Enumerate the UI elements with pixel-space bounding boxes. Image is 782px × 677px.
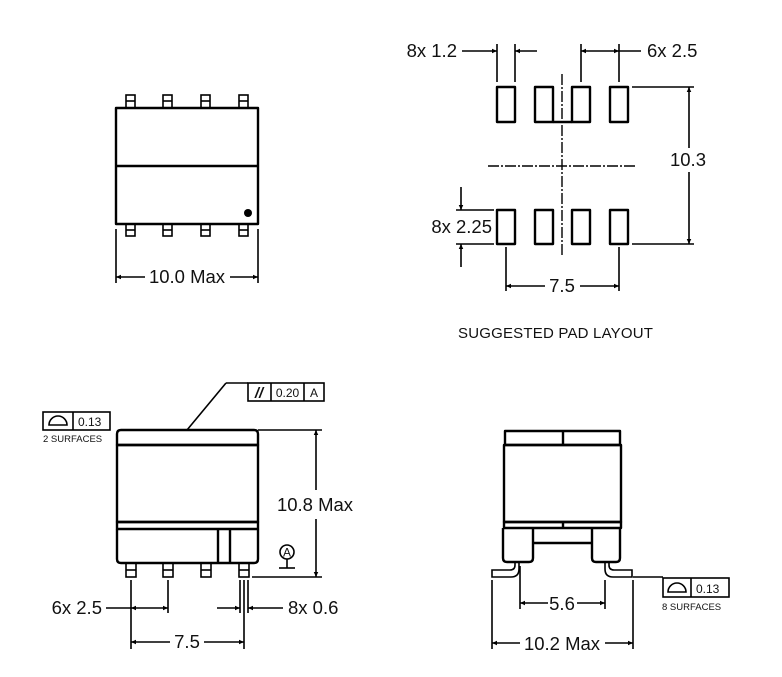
pad-width-dimension: 8x 1.2 bbox=[407, 40, 537, 82]
pin bbox=[238, 94, 249, 109]
pad bbox=[533, 85, 555, 124]
pad bbox=[608, 85, 630, 124]
pad-length-label: 8x 2.25 bbox=[431, 216, 492, 237]
parallelism-icon: // bbox=[254, 385, 265, 402]
pad-layout: 8x 1.2 6x 2.5 8x 2.25 10.3 bbox=[407, 40, 706, 342]
width-dim-label: 10.0 Max bbox=[149, 266, 226, 287]
pin bbox=[200, 94, 211, 109]
right-lead bbox=[604, 562, 633, 578]
pin bbox=[125, 94, 136, 109]
pad bbox=[495, 85, 517, 124]
pin-pitch-label: 6x 2.5 bbox=[52, 597, 102, 618]
pin1-dot-icon bbox=[244, 209, 252, 217]
pin-width-label: 8x 0.6 bbox=[288, 597, 338, 618]
bottom-pins bbox=[125, 223, 249, 237]
pad-width-label: 8x 1.2 bbox=[407, 40, 457, 61]
top-pins bbox=[125, 94, 249, 109]
pad-length-dimension: 8x 2.25 bbox=[428, 187, 494, 267]
flatness-note: 2 SURFACES bbox=[43, 434, 102, 445]
pin bbox=[200, 223, 211, 237]
side-pins bbox=[125, 562, 250, 578]
bottom-pad-row bbox=[495, 208, 630, 246]
pin bbox=[162, 562, 174, 578]
end-view: 5.6 10.2 Max 0.13 8 SURFACES bbox=[491, 429, 730, 654]
profile-of-surface-icon bbox=[48, 415, 68, 426]
pad-layout-title: SUGGESTED PAD LAYOUT bbox=[458, 325, 653, 342]
pin-span-dimension: 7.5 bbox=[131, 631, 244, 652]
pin bbox=[200, 562, 212, 578]
pin bbox=[162, 94, 173, 109]
flatness-value: 0.13 bbox=[78, 415, 102, 429]
top-view: 10.0 Max bbox=[114, 94, 260, 287]
left-leg bbox=[501, 528, 535, 564]
parallelism-frame: // 0.20 A bbox=[186, 382, 325, 431]
pin-width-dimension: 8x 0.6 bbox=[217, 580, 338, 649]
height-dimension: 10.8 Max bbox=[252, 429, 356, 578]
column-span-dimension: 7.5 bbox=[505, 247, 620, 296]
pad bbox=[570, 208, 592, 246]
pin-pitch-dimension: 6x 2.5 bbox=[52, 580, 169, 649]
row-span-dimension: 10.3 bbox=[632, 86, 706, 245]
lead-span-label: 5.6 bbox=[549, 593, 575, 614]
side-view-cap bbox=[115, 428, 260, 447]
overall-width-dimension: 10.2 Max bbox=[491, 580, 634, 654]
pad bbox=[570, 85, 592, 124]
right-leg bbox=[590, 528, 622, 564]
coplanarity-note: 8 SURFACES bbox=[662, 602, 721, 613]
pad-pitch-label: 6x 2.5 bbox=[647, 40, 697, 61]
pin bbox=[238, 223, 249, 237]
lead-span-dimension: 5.6 bbox=[519, 566, 606, 614]
column-span-label: 7.5 bbox=[549, 275, 575, 296]
pad bbox=[533, 208, 555, 246]
left-lead bbox=[491, 562, 520, 578]
height-dim-label: 10.8 Max bbox=[277, 494, 354, 515]
datum-a-symbol: A bbox=[279, 544, 295, 569]
pin bbox=[162, 223, 173, 237]
width-dimension: 10.0 Max bbox=[115, 229, 259, 287]
row-span-label: 10.3 bbox=[670, 149, 706, 170]
end-view-body bbox=[502, 443, 623, 524]
side-view-base bbox=[115, 529, 260, 565]
pin bbox=[125, 223, 136, 237]
parallelism-datum: A bbox=[310, 386, 318, 400]
top-pad-row bbox=[495, 85, 630, 124]
pin bbox=[238, 562, 250, 578]
pad bbox=[608, 208, 630, 246]
pad-pitch-dimension: 6x 2.5 bbox=[580, 40, 697, 82]
coplanarity-frame: 0.13 8 SURFACES bbox=[633, 576, 730, 613]
pad bbox=[495, 208, 517, 246]
flatness-frame: 0.13 2 SURFACES bbox=[42, 411, 111, 445]
overall-width-label: 10.2 Max bbox=[524, 633, 601, 654]
coplanarity-value: 0.13 bbox=[696, 582, 720, 596]
side-view: 0.13 2 SURFACES // 0.20 A bbox=[42, 382, 356, 652]
pin-span-label: 7.5 bbox=[174, 631, 200, 652]
parallelism-value: 0.20 bbox=[276, 386, 300, 400]
datum-label: A bbox=[283, 546, 291, 560]
profile-of-surface-icon bbox=[667, 582, 687, 593]
side-view-band bbox=[115, 520, 260, 531]
side-view-body bbox=[115, 443, 260, 524]
pin bbox=[125, 562, 137, 578]
